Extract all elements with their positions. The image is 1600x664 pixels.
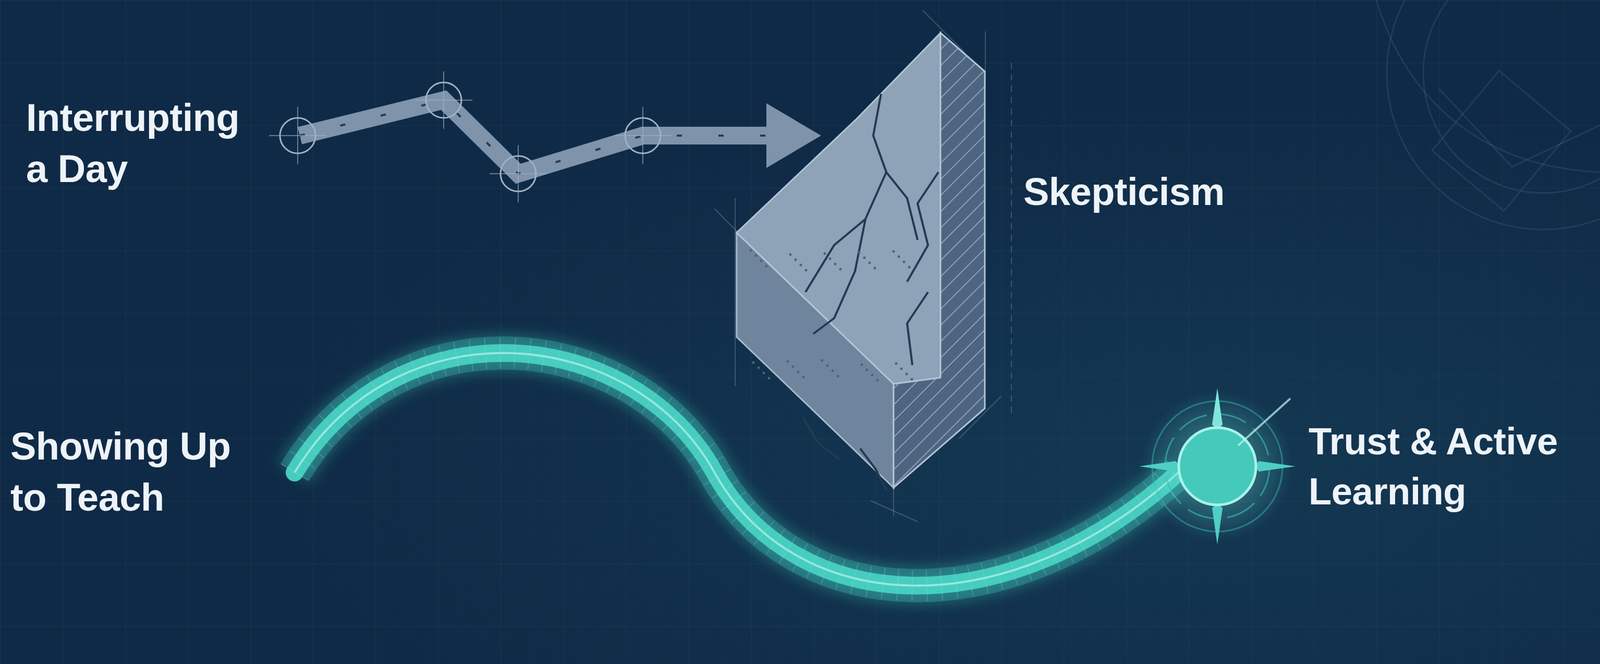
wall-texture (791, 365, 795, 369)
construction-lines (714, 10, 1012, 522)
goal-compass: Trust & Active Learning (1178, 387, 1596, 545)
wall-texture (908, 265, 911, 269)
compass-point (1212, 387, 1223, 430)
compass-point (1253, 460, 1296, 472)
vertex-crosshair (443, 71, 445, 129)
light-flare (1238, 398, 1291, 446)
wall-front-face (736, 32, 941, 384)
node-label: Interrupting a Day (26, 92, 261, 194)
vertex-crosshair (297, 106, 299, 165)
faint-arcs (1376, 0, 1600, 230)
wall-texture (858, 251, 861, 254)
wall-texture (895, 362, 898, 365)
path-core (294, 352, 1179, 586)
wall-texture (749, 249, 753, 252)
node-label: Trust & Active Learning (1308, 416, 1591, 516)
wall-side-face (893, 32, 985, 488)
wall-texture (868, 261, 872, 265)
wall-texture (863, 256, 866, 260)
wall-texture (765, 264, 768, 268)
path-grid (294, 352, 1179, 586)
wall-texture (860, 363, 864, 366)
wall-texture (799, 263, 803, 267)
path-highlight (294, 352, 1179, 586)
path-band (294, 352, 1179, 586)
wall-texture (804, 269, 808, 272)
compass-ring (1165, 413, 1270, 519)
wall-crack (907, 172, 939, 282)
wall-texture (767, 376, 771, 380)
compass-illustration (1139, 387, 1296, 545)
glowing-path (294, 352, 1179, 586)
wall-crack (813, 218, 866, 334)
wall-texture (826, 364, 829, 368)
wall-texture (762, 371, 766, 375)
wall-texture (831, 369, 835, 373)
wall-texture (786, 360, 790, 363)
wall-texture (823, 252, 827, 255)
wall-texture (794, 258, 798, 262)
wall-crack (860, 448, 887, 491)
start-label: Showing Up to Teach (10, 420, 295, 523)
wall-texture (897, 255, 901, 259)
wall-crack (907, 291, 928, 365)
node-label: Showing Up to Teach (10, 420, 246, 523)
vertex-crosshair (517, 144, 519, 203)
wall-texture (905, 372, 909, 376)
wall-texture (828, 257, 832, 261)
wall-texture (902, 260, 906, 264)
start-label: Interrupting a Day (26, 92, 300, 194)
node-label: Skepticism (1023, 166, 1225, 218)
wall-texture (892, 250, 896, 253)
wall-texture (821, 359, 824, 362)
wall-texture (752, 361, 755, 364)
wall-texture (871, 373, 874, 377)
wall-texture (797, 370, 800, 374)
wall-texture (910, 377, 914, 381)
wall-texture (760, 259, 763, 263)
arrow-head (766, 103, 822, 168)
wall-texture (865, 368, 869, 372)
compass-point (1212, 502, 1223, 545)
path-glow (294, 352, 1179, 586)
wall-texture (754, 254, 758, 258)
wall-texture (834, 262, 837, 266)
jagged-arrow (269, 71, 822, 203)
vertex-crosshair (642, 106, 644, 165)
wall-texture (876, 379, 879, 382)
wall-texture (836, 374, 840, 378)
wall-crack (886, 172, 918, 240)
wall-texture (802, 375, 805, 379)
wall-crack (802, 417, 840, 459)
wall-texture (900, 367, 903, 371)
wall-texture (789, 253, 792, 256)
wall-crack (805, 93, 887, 292)
wall-texture (873, 266, 877, 270)
wall-texture (757, 366, 761, 370)
wall-texture (839, 267, 842, 271)
compass-point (1139, 460, 1181, 472)
